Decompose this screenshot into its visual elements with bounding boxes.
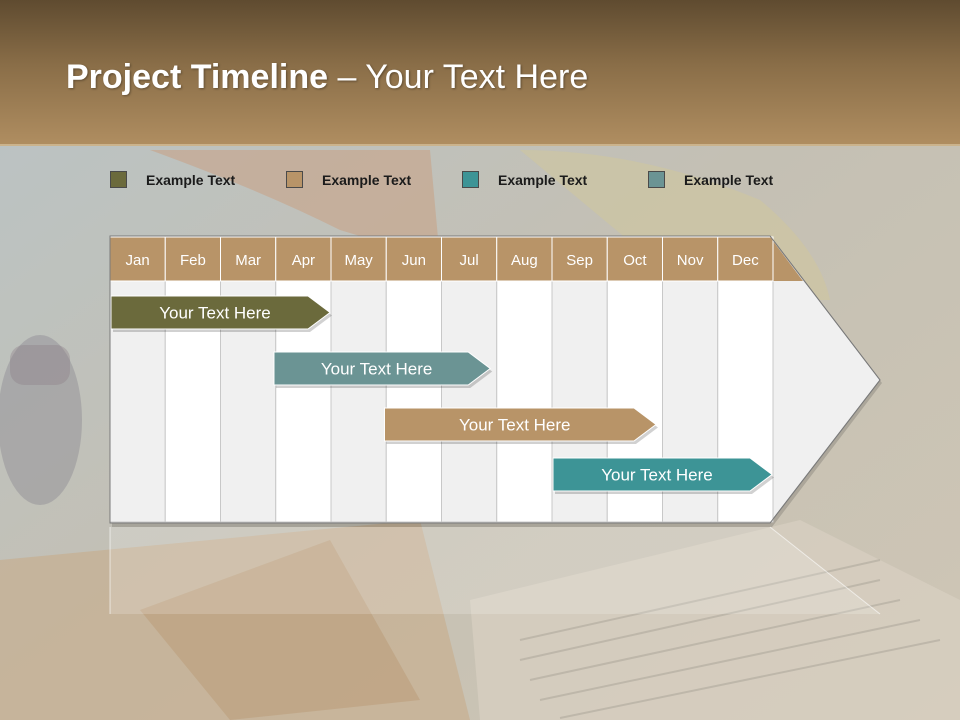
legend-swatch <box>648 171 665 188</box>
task-bar-label: Your Text Here <box>321 360 433 379</box>
legend-label: Example Text <box>498 172 588 188</box>
timeline-arrow-outline <box>109 235 881 524</box>
task-bar <box>552 457 773 492</box>
month-header-cell <box>164 236 221 282</box>
header-band <box>0 0 960 146</box>
month-label: Dec <box>732 252 759 269</box>
header-divider <box>0 144 960 146</box>
legend-label: Example Text <box>684 172 774 188</box>
month-label: Feb <box>180 252 206 269</box>
month-label: Jan <box>126 252 150 269</box>
legend-swatch <box>110 171 127 188</box>
month-header-cell <box>275 236 332 282</box>
month-header-cell <box>441 236 498 282</box>
task-bar <box>110 295 331 330</box>
timeline-reflection <box>110 527 880 614</box>
month-label: Oct <box>623 252 647 269</box>
month-column <box>385 280 442 523</box>
month-header-cell <box>662 236 719 282</box>
legend-swatch <box>286 171 303 188</box>
month-label: May <box>344 252 373 269</box>
title-rest: – Your Text Here <box>328 58 589 96</box>
month-header-cell <box>606 236 663 282</box>
title-bold: Project Timeline <box>66 58 329 96</box>
month-header-cell <box>717 236 774 282</box>
task-bar-label: Your Text Here <box>159 304 271 323</box>
legend-swatch <box>462 171 479 188</box>
month-column <box>496 280 553 523</box>
timeline-arrow-header-tip <box>770 237 803 281</box>
month-label: Nov <box>677 252 704 269</box>
month-label: Sep <box>566 252 593 269</box>
month-column <box>441 280 498 523</box>
month-label: Apr <box>292 252 315 269</box>
task-bar <box>273 351 492 386</box>
month-label: Aug <box>511 252 538 269</box>
task-bar-label: Your Text Here <box>601 466 713 485</box>
task-bar-label: Your Text Here <box>459 416 571 435</box>
month-header-cell <box>385 236 442 282</box>
month-label: Mar <box>235 252 261 269</box>
month-column <box>330 280 387 523</box>
month-label: Jun <box>402 252 426 269</box>
legend-label: Example Text <box>322 172 412 188</box>
month-header-cell <box>220 236 277 282</box>
legend-label: Example Text <box>146 172 236 188</box>
slide-title: Project Timeline – Your Text Here <box>66 58 588 97</box>
task-bar <box>383 407 657 442</box>
month-label: Jul <box>460 252 479 269</box>
